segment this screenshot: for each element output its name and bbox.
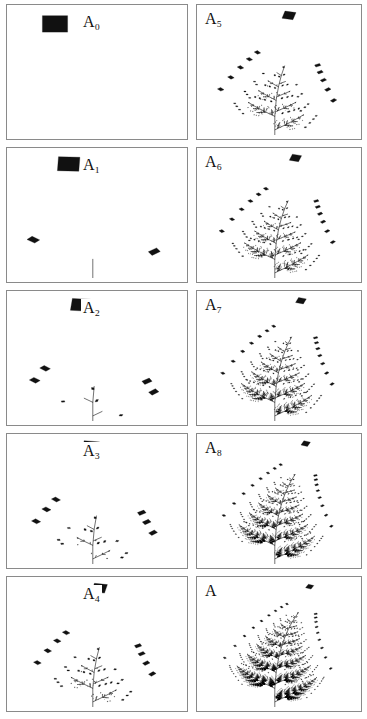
iteration-label: A₂ [81, 299, 102, 317]
fern-stems [84, 386, 103, 421]
fern-pieces [42, 16, 67, 32]
iteration-label: A₀ [81, 13, 102, 31]
iteration-panel: A₆ [196, 147, 362, 283]
iteration-panel: A₈ [196, 433, 362, 569]
iteration-label: A₃ [81, 442, 102, 460]
fern-pieces [222, 441, 333, 559]
fern-stems [239, 474, 315, 564]
fern-pieces [27, 157, 160, 256]
iteration-label: A₅ [203, 10, 224, 28]
iteration-panel: A₄ [6, 576, 188, 712]
iteration-panel: A [196, 576, 362, 712]
iteration-label: A₄ [81, 585, 102, 603]
fern-pieces [223, 584, 332, 701]
iteration-panel: A₃ [6, 433, 188, 569]
fern-stems [71, 647, 117, 707]
iteration-label: A₆ [203, 153, 224, 171]
iteration-panel: A₅ [196, 4, 362, 140]
fern-stems [237, 612, 317, 707]
iteration-panel: A₁ [6, 147, 188, 283]
fern-pieces [217, 11, 336, 130]
iteration-label: A₁ [81, 156, 102, 174]
fern-pieces [29, 298, 159, 416]
iteration-panel: A₇ [196, 290, 362, 426]
fern-pieces [219, 154, 336, 272]
fern-stems [92, 259, 93, 278]
iteration-label: A₇ [203, 296, 224, 314]
iteration-label: A₈ [203, 439, 224, 457]
fern-stems [77, 516, 110, 564]
iteration-panel: A₀ [6, 4, 188, 140]
iteration-label: A [203, 582, 219, 600]
iteration-panel: A₂ [6, 290, 188, 426]
fern-stems [241, 337, 311, 421]
fern-pieces [34, 583, 157, 702]
fern-pieces [221, 298, 335, 416]
fern-stems [248, 66, 304, 135]
fern-pieces [32, 441, 158, 559]
fern-stems [244, 201, 308, 279]
